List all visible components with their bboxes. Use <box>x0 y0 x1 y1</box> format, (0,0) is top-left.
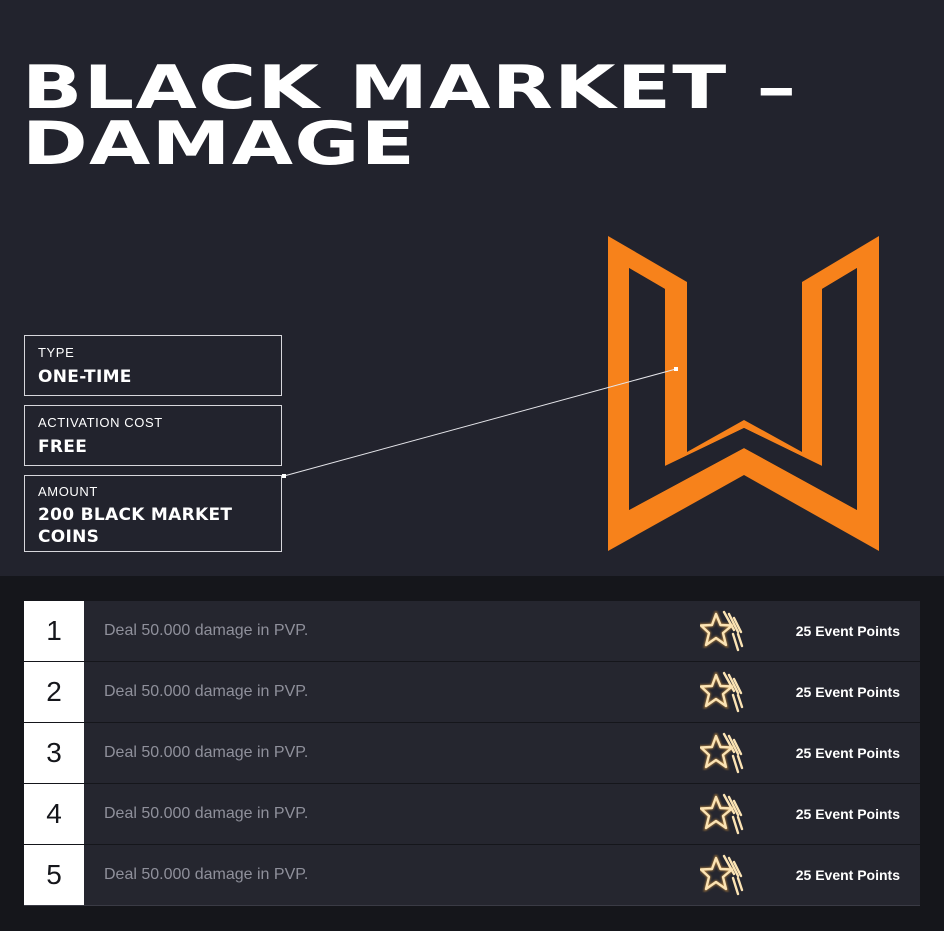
type-label: TYPE <box>38 345 75 360</box>
task-points: 25 Event Points <box>795 623 900 639</box>
connector-dot-end <box>674 367 678 371</box>
type-value: ONE-TIME <box>38 367 132 387</box>
task-number: 1 <box>24 601 84 661</box>
task-row: 3 Deal 50.000 damage in PVP. 25 Event Po… <box>24 723 920 784</box>
amount-value: 200 BLACK MARKET COINS <box>38 504 268 548</box>
w-logo-icon <box>608 236 879 551</box>
activation-cost-label: ACTIVATION COST <box>38 415 163 430</box>
task-number: 3 <box>24 723 84 783</box>
task-row: 2 Deal 50.000 damage in PVP. 25 Event Po… <box>24 662 920 723</box>
event-star-icon <box>700 671 744 713</box>
task-row: 5 Deal 50.000 damage in PVP. 25 Event Po… <box>24 845 920 906</box>
task-number: 4 <box>24 784 84 844</box>
task-description: Deal 50.000 damage in PVP. <box>104 622 309 639</box>
info-box-activation-cost: ACTIVATION COST FREE <box>24 405 282 466</box>
header-panel: BLACK MARKET – DAMAGE TYPE ONE-TIME ACTI… <box>0 0 944 576</box>
task-description: Deal 50.000 damage in PVP. <box>104 683 309 700</box>
task-description: Deal 50.000 damage in PVP. <box>104 805 309 822</box>
amount-value-line-2: COINS <box>38 527 100 547</box>
event-star-icon <box>700 732 744 774</box>
page-title: BLACK MARKET – DAMAGE <box>22 53 798 179</box>
task-points: 25 Event Points <box>795 867 900 883</box>
event-star-icon <box>700 793 744 835</box>
amount-label: AMOUNT <box>38 484 98 499</box>
task-row: 1 Deal 50.000 damage in PVP. 25 Event Po… <box>24 601 920 662</box>
task-number: 2 <box>24 662 84 722</box>
event-star-icon <box>700 610 744 652</box>
task-points: 25 Event Points <box>795 684 900 700</box>
task-points: 25 Event Points <box>795 745 900 761</box>
page-title-line-2: DAMAGE <box>22 109 417 179</box>
task-description: Deal 50.000 damage in PVP. <box>104 744 309 761</box>
task-number: 5 <box>24 845 84 905</box>
logo-overlay <box>282 236 879 551</box>
task-row: 4 Deal 50.000 damage in PVP. 25 Event Po… <box>24 784 920 845</box>
connector-dot-start <box>282 474 286 478</box>
task-points: 25 Event Points <box>795 806 900 822</box>
connector-line <box>283 368 677 477</box>
activation-cost-value: FREE <box>38 437 88 457</box>
amount-value-line-1: 200 BLACK MARKET <box>38 505 233 525</box>
task-description: Deal 50.000 damage in PVP. <box>104 866 309 883</box>
task-list: 1 Deal 50.000 damage in PVP. 25 Event Po… <box>24 601 920 906</box>
page-title-line-1: BLACK MARKET – <box>22 53 798 123</box>
event-star-icon <box>700 854 744 896</box>
info-box-type: TYPE ONE-TIME <box>24 335 282 396</box>
info-box-amount: AMOUNT 200 BLACK MARKET COINS <box>24 475 282 552</box>
